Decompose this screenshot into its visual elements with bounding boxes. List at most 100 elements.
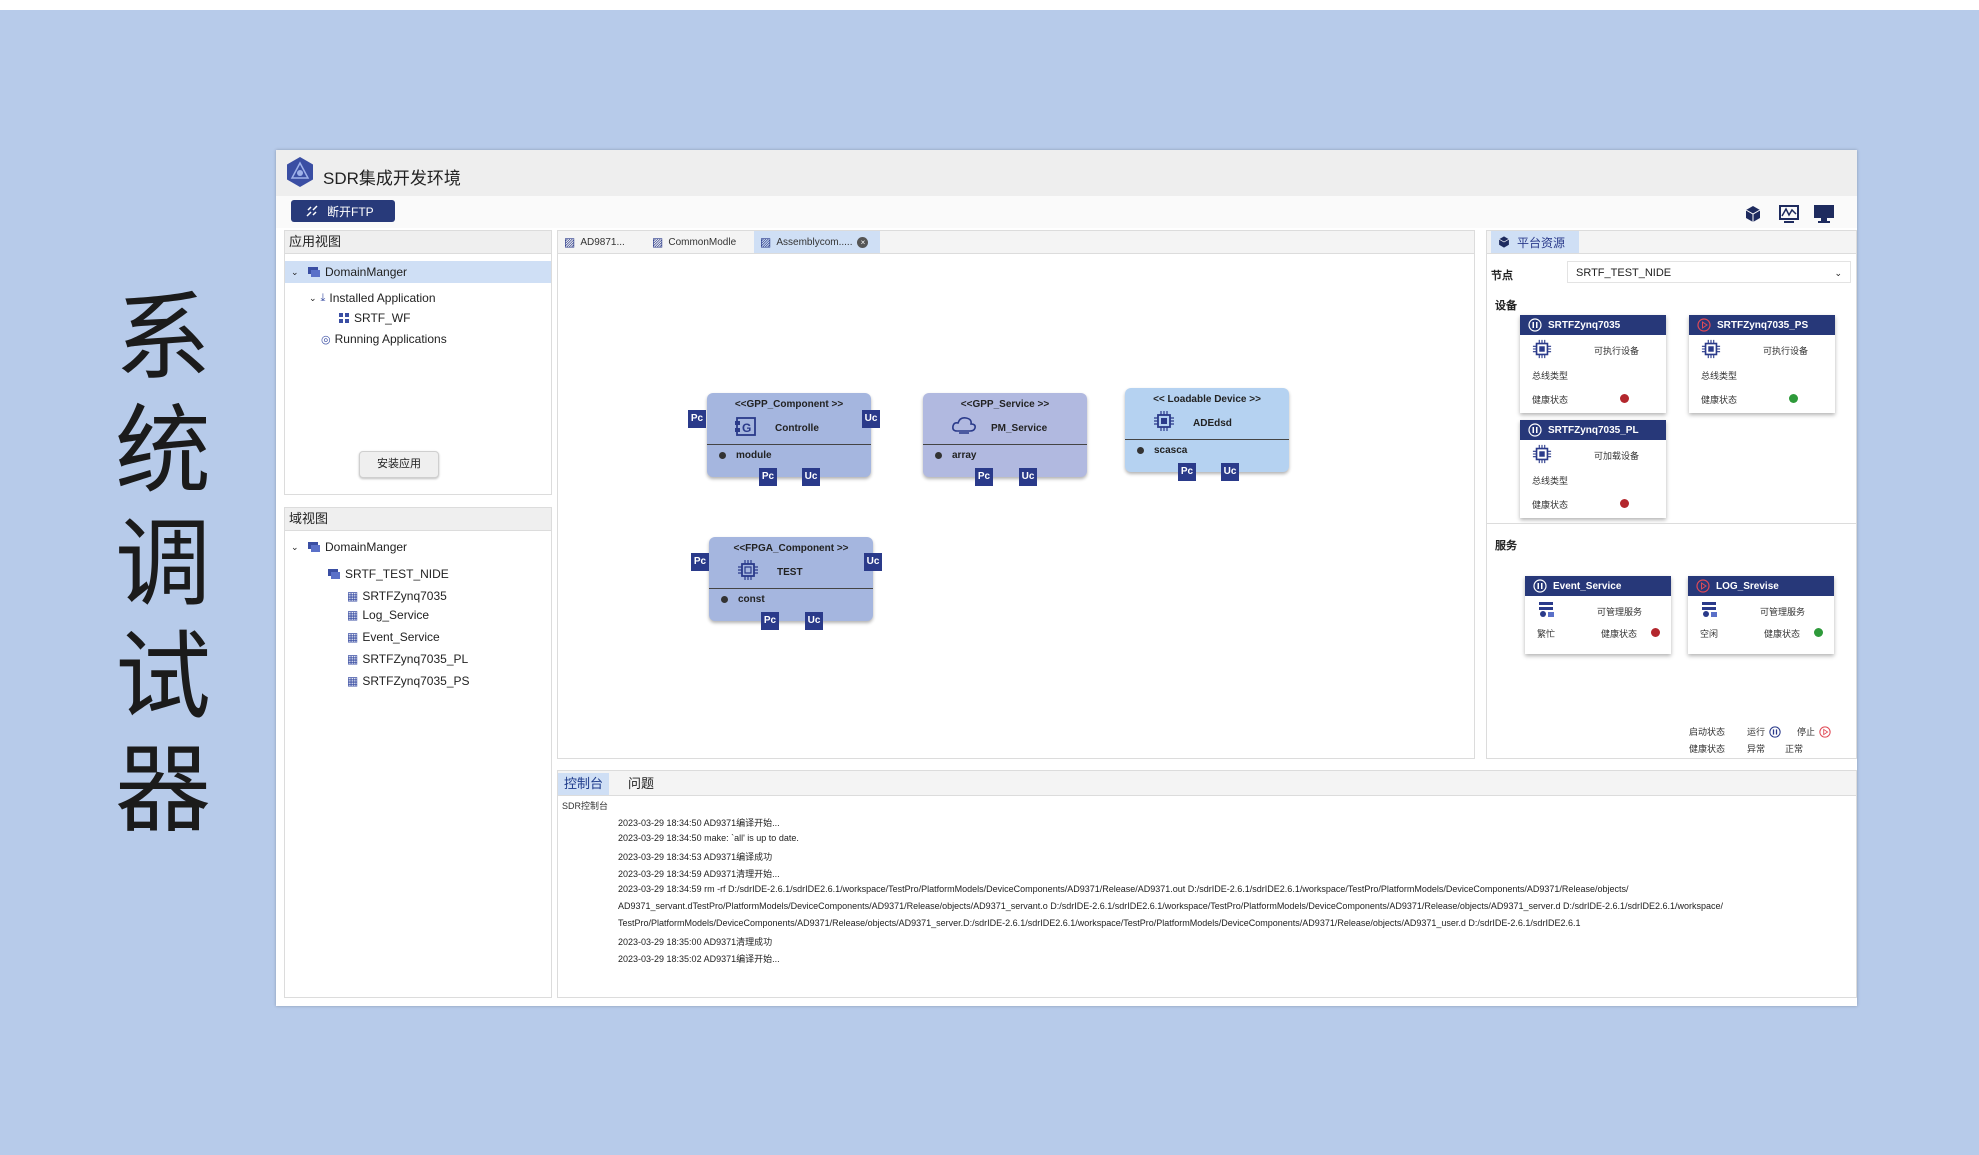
component-box[interactable]: <<GPP_Service >> PM_Service array [923,393,1087,477]
tree-item-running-applications[interactable]: ◎ Running Applications [321,332,447,346]
legend-health-state: 健康状态 异常 正常 [1689,742,1807,755]
bus-type-label: 总线类型 [1701,371,1738,381]
health-dot [1620,394,1629,403]
domain-view-title: 域视图 [285,508,551,531]
tree-item-srtf-wf[interactable]: SRTF_WF [339,311,410,325]
service-type: 可管理服务 [1760,607,1806,617]
editor-tabs: ▨ AD9871... ▨ CommonModle ▨ Assemblycom.… [558,231,1474,254]
pause-icon[interactable] [1528,318,1542,332]
diagram-icon: ▨ [564,235,576,249]
play-icon[interactable] [1696,579,1710,593]
port-uc[interactable]: Uc [1019,468,1037,486]
tab-ad9871[interactable]: ▨ AD9871... [558,231,646,253]
health-label: 健康状态 [1532,395,1569,405]
port-uc[interactable]: Uc [805,612,823,630]
tab-platform-resources[interactable]: 平台资源 [1491,231,1579,253]
chip-icon [1532,339,1552,359]
port-pc[interactable]: Pc [688,410,706,428]
app-title: SDR集成开发环境 [323,169,461,188]
chevron-down-icon[interactable]: ⌄ [291,541,299,552]
tab-label: Assemblycom..... [776,236,853,248]
pause-icon [1769,725,1781,738]
device-name: SRTFZynq7035 [1548,319,1621,331]
cube-icon[interactable] [1743,204,1763,224]
tab-console[interactable]: 控制台 [558,773,610,795]
tab-label: 平台资源 [1517,235,1566,250]
device-card[interactable]: SRTFZynq7035_PL 可加载设备 总线类型 健康状态 [1520,420,1666,518]
tree-item-device[interactable]: ▦ SRTFZynq7035_PS [347,674,470,688]
chip-icon: ▦ [347,674,359,688]
console-subtitle: SDR控制台 [562,801,609,811]
component-g-icon: G [735,417,756,436]
tree-item-node[interactable]: SRTF_TEST_NIDE [327,567,449,581]
tree-item-device[interactable]: ▦ Log_Service [347,608,429,622]
device-type: 可执行设备 [1763,346,1809,356]
console-panel: 控制台 问题 SDR控制台 2023-03-29 18:34:50 AD9371… [557,770,1857,998]
health-label: 健康状态 [1601,629,1638,639]
side-title-char: 统 [115,395,211,507]
chip-icon [1532,444,1552,464]
tree-item-device[interactable]: ▦ SRTFZynq7035_PL [347,652,468,666]
tree-item-domain-manager[interactable]: ⌄ DomainManger [291,540,407,554]
port-pc[interactable]: Pc [975,468,993,486]
svg-text:G: G [742,421,751,435]
port-pc[interactable]: Pc [759,468,777,486]
attribute-label: scasca [1154,445,1188,456]
port-uc[interactable]: Uc [864,553,882,571]
tree-item-installed-application[interactable]: ⌄ ⤓ Installed Application [309,291,436,305]
legend-label: 正常 [1785,744,1804,754]
app-window: SDR集成开发环境 断开FTP 应用视图 ⌄ [276,150,1857,1006]
platform-tabs: 平台资源 [1487,231,1856,254]
node-icon [328,569,340,579]
waveform-monitor-icon[interactable] [1778,204,1800,224]
play-icon[interactable] [1697,318,1711,332]
port-uc[interactable]: Uc [1221,463,1239,481]
tab-problems[interactable]: 问题 [628,776,655,791]
install-app-button[interactable]: 安装应用 [359,451,439,478]
pause-icon[interactable] [1533,579,1547,593]
tree-item-device[interactable]: ▦ Event_Service [347,630,440,644]
port-uc[interactable]: Uc [862,410,880,428]
log-line: 2023-03-29 18:35:00 AD9371清理成功 [618,937,773,947]
play-icon [1819,725,1831,738]
port-uc[interactable]: Uc [802,468,820,486]
node-select[interactable]: SRTF_TEST_NIDE ⌄ [1567,261,1851,283]
tab-assemblycom[interactable]: ▨ Assemblycom..... × [754,231,880,253]
chevron-down-icon[interactable]: ⌄ [291,266,299,277]
monitor-icon[interactable] [1813,204,1835,224]
disconnect-ftp-button[interactable]: 断开FTP [291,200,395,222]
port-pc[interactable]: Pc [1178,463,1196,481]
port-pc[interactable]: Pc [761,612,779,630]
side-title-char: 调 [115,508,211,620]
attribute-label: array [952,450,977,461]
chip-icon: ▦ [347,652,359,666]
service-card[interactable]: Event_Service 可管理服务 繁忙 健康状态 [1525,576,1671,654]
chevron-down-icon: ⌄ [1834,268,1842,278]
port-pc[interactable]: Pc [691,553,709,571]
chevron-down-icon[interactable]: ⌄ [309,292,317,303]
tree-item-label: DomainManger [325,265,408,279]
tree-item-domain-manager[interactable]: ⌄ DomainManger [285,261,551,283]
top-band [0,0,1979,10]
device-type: 可加载设备 [1594,451,1640,461]
health-dot [1789,394,1798,403]
close-icon[interactable]: × [857,236,869,248]
tree-item-device[interactable]: ▦ SRTFZynq7035 [347,589,447,603]
component-box[interactable]: << Loadable Device >> ADEdsd scasca [1125,388,1289,472]
device-card[interactable]: SRTFZynq7035 可执行设备 总线类型 健康状态 [1520,315,1666,413]
attribute-label: module [736,450,772,461]
tab-commonmodle[interactable]: ▨ CommonModle [646,231,754,253]
legend-start-state: 启动状态 运行 停止 [1689,725,1831,738]
device-card[interactable]: SRTFZynq7035_PS 可执行设备 总线类型 健康状态 [1689,315,1835,413]
download-icon: ⤓ [320,291,326,304]
pause-icon[interactable] [1528,423,1542,437]
log-line: AD9371_servant.dTestPro/PlatformModels/D… [618,901,1724,911]
health-label: 健康状态 [1764,629,1801,639]
node-label: 节点 [1491,270,1513,282]
component-name: ADEdsd [1193,418,1232,429]
component-box[interactable]: <<GPP_Component >> G Controlle module [707,393,871,477]
tab-label: CommonModle [668,236,737,248]
service-card[interactable]: LOG_Srevise 可管理服务 空闲 健康状态 [1688,576,1834,654]
component-box[interactable]: <<FPGA_Component >> TEST const [709,537,873,621]
health-label: 健康状态 [1701,395,1738,405]
